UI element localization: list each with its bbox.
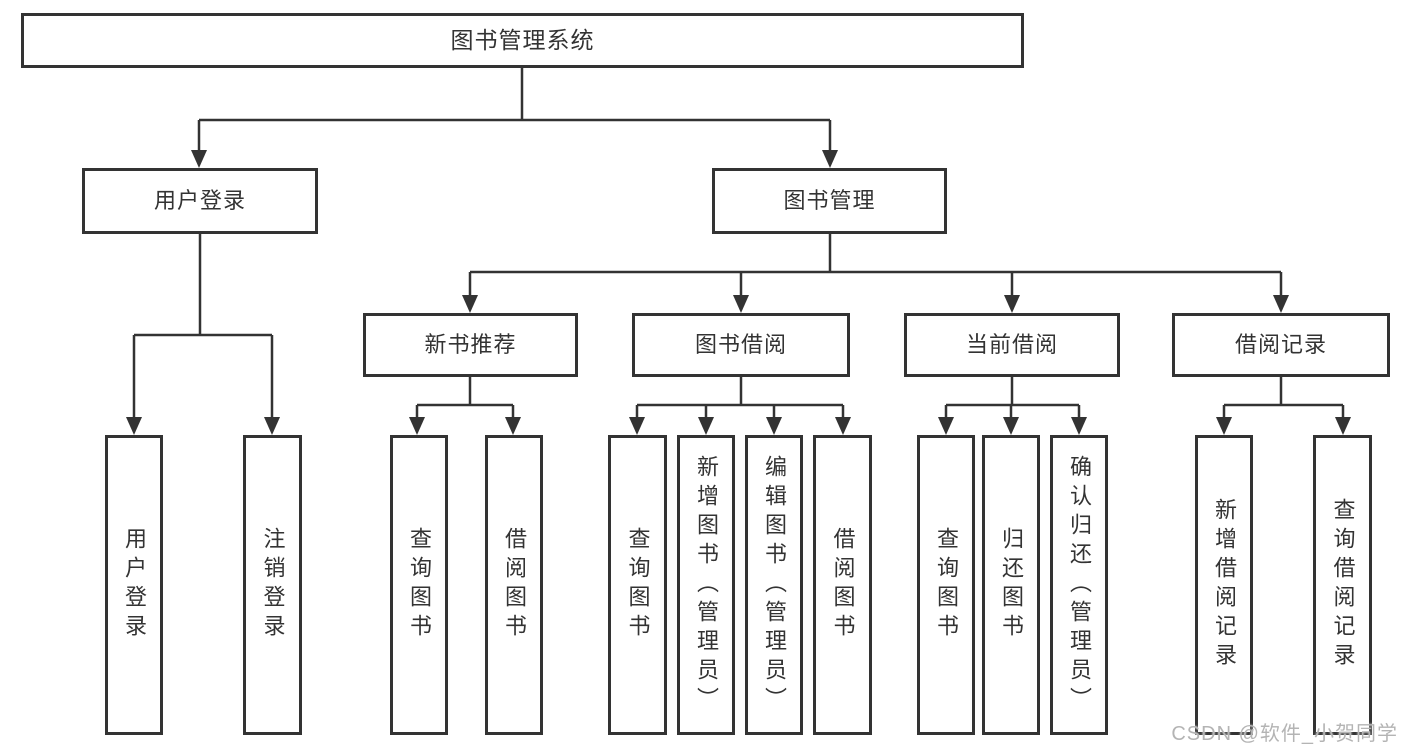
leaf-query-borrow-record: 查询借阅记录 xyxy=(1313,435,1372,735)
leaf-logout: 注销登录 xyxy=(243,435,302,735)
leaf-edit-books-admin: 编辑图书（管理员） xyxy=(745,435,803,735)
node-new-book-recommendation: 新书推荐 xyxy=(363,313,578,377)
node-book-borrowing: 图书借阅 xyxy=(632,313,850,377)
leaf-query-books-recommend: 查询图书 xyxy=(390,435,448,735)
leaf-query-books-current: 查询图书 xyxy=(917,435,975,735)
leaf-borrow-books: 借阅图书 xyxy=(813,435,872,735)
leaf-return-books: 归还图书 xyxy=(982,435,1040,735)
leaf-add-borrow-record: 新增借阅记录 xyxy=(1195,435,1253,735)
leaf-confirm-return-admin: 确认归还（管理员） xyxy=(1050,435,1108,735)
leaf-query-books-borrow: 查询图书 xyxy=(608,435,667,735)
node-book-management: 图书管理 xyxy=(712,168,947,234)
csdn-watermark: CSDN @软件_小贺同学 xyxy=(1171,723,1398,745)
node-current-borrowing: 当前借阅 xyxy=(904,313,1120,377)
leaf-borrow-books-recommend: 借阅图书 xyxy=(485,435,543,735)
leaf-user-login: 用户登录 xyxy=(105,435,163,735)
node-user-login: 用户登录 xyxy=(82,168,318,234)
node-borrowing-records: 借阅记录 xyxy=(1172,313,1390,377)
node-system-root: 图书管理系统 xyxy=(21,13,1024,68)
leaf-add-books-admin: 新增图书（管理员） xyxy=(677,435,735,735)
